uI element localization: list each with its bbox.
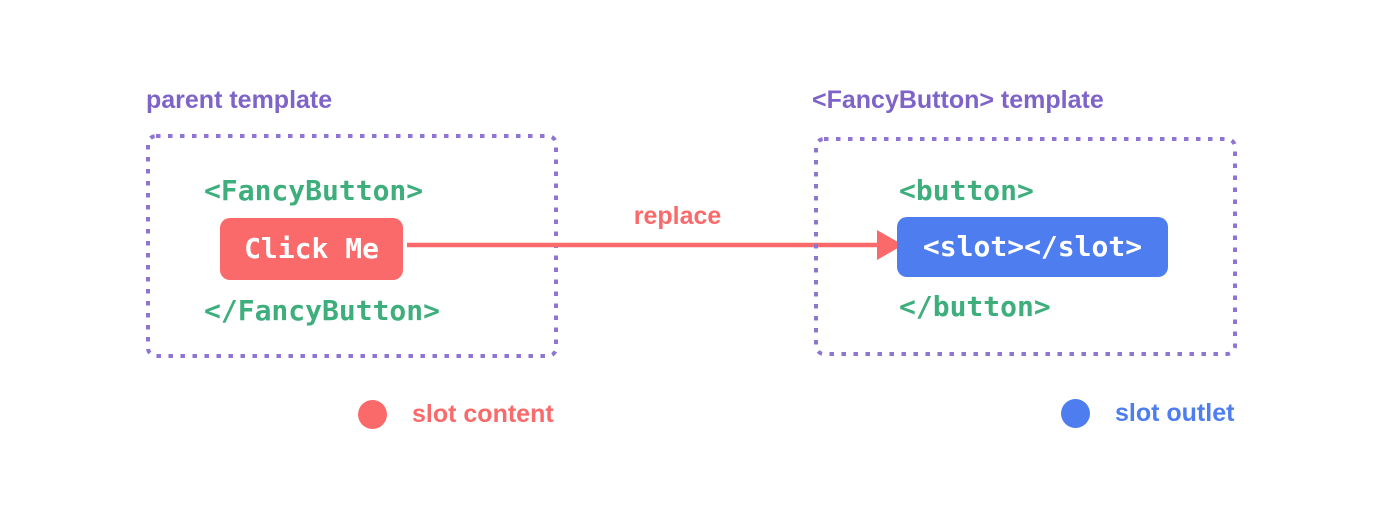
- fancybutton-template-title: <FancyButton> template: [812, 86, 1104, 114]
- slot-outlet-button-label: <slot></slot>: [922, 230, 1143, 263]
- fancybutton-close-tag: </FancyButton>: [204, 294, 441, 327]
- legend-item-slot-content: slot content: [358, 400, 554, 429]
- button-open-tag: <button>: [899, 174, 1034, 207]
- replace-label: replace: [633, 202, 722, 230]
- slot-content-dot-icon: [358, 400, 387, 429]
- button-close-tag: </button>: [899, 290, 1051, 323]
- replace-arrow: [407, 230, 903, 260]
- click-me-button: Click Me: [220, 218, 403, 280]
- legend-item-slot-outlet: slot outlet: [1061, 399, 1234, 428]
- slot-outlet-label: slot outlet: [1115, 399, 1235, 427]
- click-me-button-label: Click Me: [244, 232, 379, 265]
- slot-outlet-dot-icon: [1061, 399, 1090, 428]
- slot-outlet-button: <slot></slot>: [897, 217, 1168, 277]
- fancybutton-template-box-border: [814, 137, 1237, 356]
- parent-template-title: parent template: [146, 86, 333, 114]
- fancybutton-open-tag: <FancyButton>: [204, 174, 424, 207]
- slot-content-label: slot content: [412, 400, 554, 428]
